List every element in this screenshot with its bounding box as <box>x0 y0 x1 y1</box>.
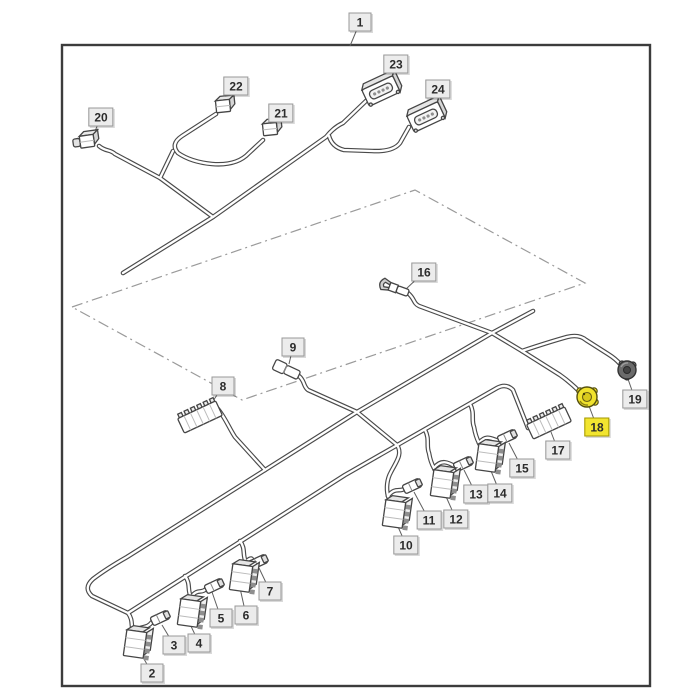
callout-10[interactable]: 10 <box>393 535 419 555</box>
harness-wires <box>88 100 620 640</box>
callout-16[interactable]: 16 <box>411 262 437 282</box>
connector-3 <box>149 610 171 626</box>
connector-9 <box>271 359 301 380</box>
diagram-border <box>60 43 652 688</box>
connector-23 <box>360 67 403 107</box>
callout-18[interactable]: 18 <box>584 417 610 437</box>
connector-13 <box>452 456 474 472</box>
connector-11 <box>401 478 423 494</box>
callout-7[interactable]: 7 <box>258 581 282 601</box>
connector-15 <box>496 429 518 445</box>
callout-3[interactable]: 3 <box>162 635 186 655</box>
callout-2[interactable]: 2 <box>140 663 164 683</box>
callout-14[interactable]: 14 <box>487 483 513 503</box>
connector-5 <box>203 578 225 594</box>
connector-10 <box>381 494 414 531</box>
connector-8 <box>176 396 223 434</box>
callout-21[interactable]: 21 <box>268 103 294 123</box>
callout-15[interactable]: 15 <box>509 458 535 478</box>
callout-9[interactable]: 9 <box>281 337 305 357</box>
connector-4 <box>176 593 209 630</box>
callout-23[interactable]: 23 <box>383 54 409 74</box>
callout-6[interactable]: 6 <box>234 605 258 625</box>
callout-12[interactable]: 12 <box>443 509 469 529</box>
callout-20[interactable]: 20 <box>88 107 114 127</box>
callout-13[interactable]: 13 <box>463 484 489 504</box>
connector-24 <box>405 93 448 133</box>
dashed-outline <box>70 189 587 401</box>
callout-17[interactable]: 17 <box>545 440 571 460</box>
connector-22 <box>213 93 236 114</box>
callout-4[interactable]: 4 <box>187 633 211 653</box>
connector-6 <box>228 558 261 595</box>
connector-12 <box>429 464 462 501</box>
callout-24[interactable]: 24 <box>425 79 451 99</box>
callout-1[interactable]: 1 <box>348 12 372 32</box>
callout-11[interactable]: 11 <box>416 510 442 530</box>
connector-16 <box>379 277 410 297</box>
connector-2 <box>122 624 155 661</box>
harness-connectors <box>72 67 637 661</box>
callout-5[interactable]: 5 <box>209 608 233 628</box>
connector-18 <box>576 386 599 408</box>
callout-19[interactable]: 19 <box>622 389 648 409</box>
connector-19 <box>617 360 637 381</box>
connector-14 <box>474 438 507 475</box>
connector-20 <box>72 128 100 149</box>
leader-lines <box>92 21 636 674</box>
connector-17 <box>525 402 572 440</box>
callout-22[interactable]: 22 <box>223 76 249 96</box>
callout-8[interactable]: 8 <box>211 376 235 396</box>
